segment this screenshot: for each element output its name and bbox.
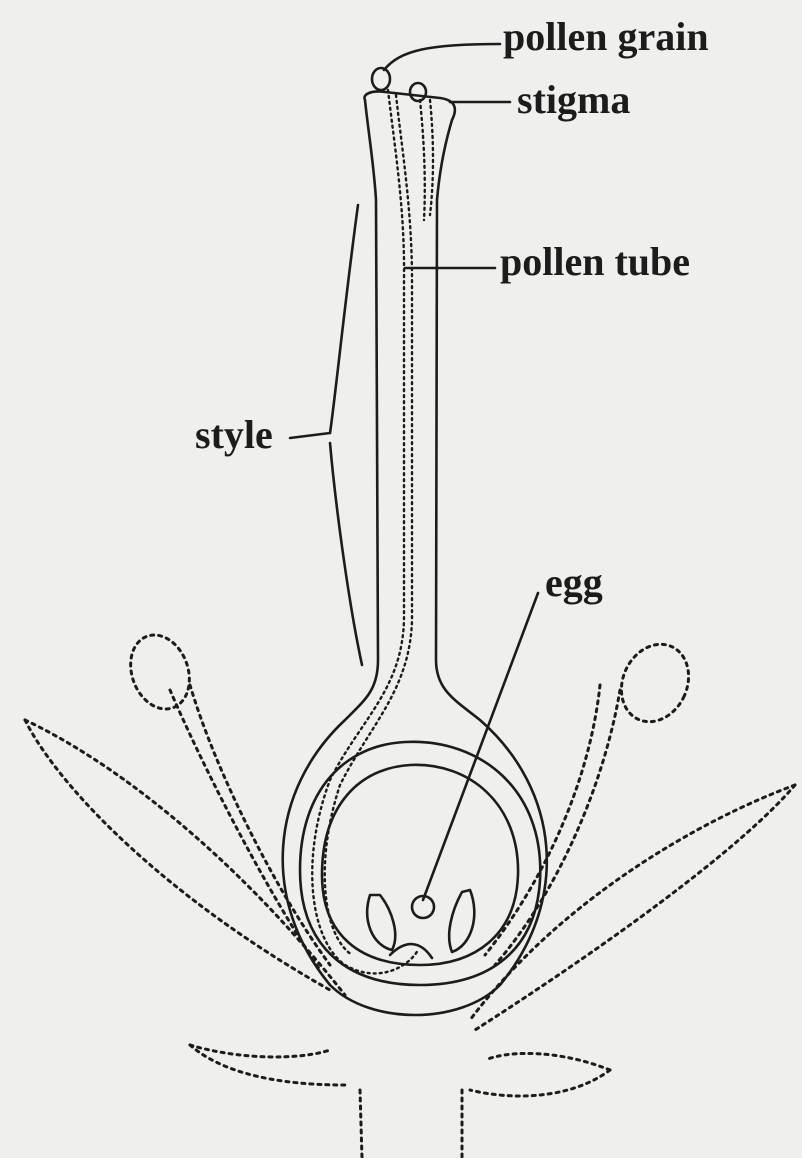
pollen-grain-leader: [384, 44, 500, 70]
ovary-wall-inner: [300, 742, 540, 985]
pollen-grain-shape-b: [410, 83, 426, 101]
pollen: [312, 68, 433, 973]
sepal-right-inner: [475, 785, 795, 1030]
stamens: [121, 627, 701, 970]
receptacle: [360, 1090, 462, 1158]
sepals: [25, 720, 795, 1096]
label-pollen-grain: pollen grain: [503, 14, 709, 59]
sepal-right-lower: [485, 1053, 610, 1070]
egg-leader: [423, 593, 538, 900]
synergid-right: [449, 890, 474, 952]
stigma-tube-2: [420, 100, 425, 220]
stamen-anther-left: [121, 627, 200, 718]
sepal-left-lower: [190, 1045, 330, 1057]
stigma-tube-3: [430, 100, 433, 215]
sepal-left-inner: [25, 720, 330, 990]
label-style: style: [195, 412, 273, 457]
stamen-filament-right: [495, 690, 620, 965]
synergid-left: [367, 895, 395, 950]
stamen-filament-left: [170, 690, 320, 970]
sepal-right: [470, 785, 795, 1020]
sepal-right-lower-b: [470, 1070, 610, 1096]
leaders: [384, 44, 538, 900]
ovule-outline: [322, 765, 518, 965]
sepal-left: [25, 720, 345, 995]
stem-left: [360, 1090, 362, 1158]
style-bracket: [290, 205, 362, 665]
pollen-tube-path: [312, 90, 418, 973]
label-pollen-tube: pollen tube: [500, 239, 690, 284]
stamen-anther-right: [609, 633, 701, 733]
pollen-grain-shape: [372, 68, 390, 90]
label-egg: egg: [545, 560, 603, 605]
micropyle: [390, 944, 432, 958]
pistil: [283, 91, 547, 1015]
label-stigma: stigma: [517, 77, 630, 122]
